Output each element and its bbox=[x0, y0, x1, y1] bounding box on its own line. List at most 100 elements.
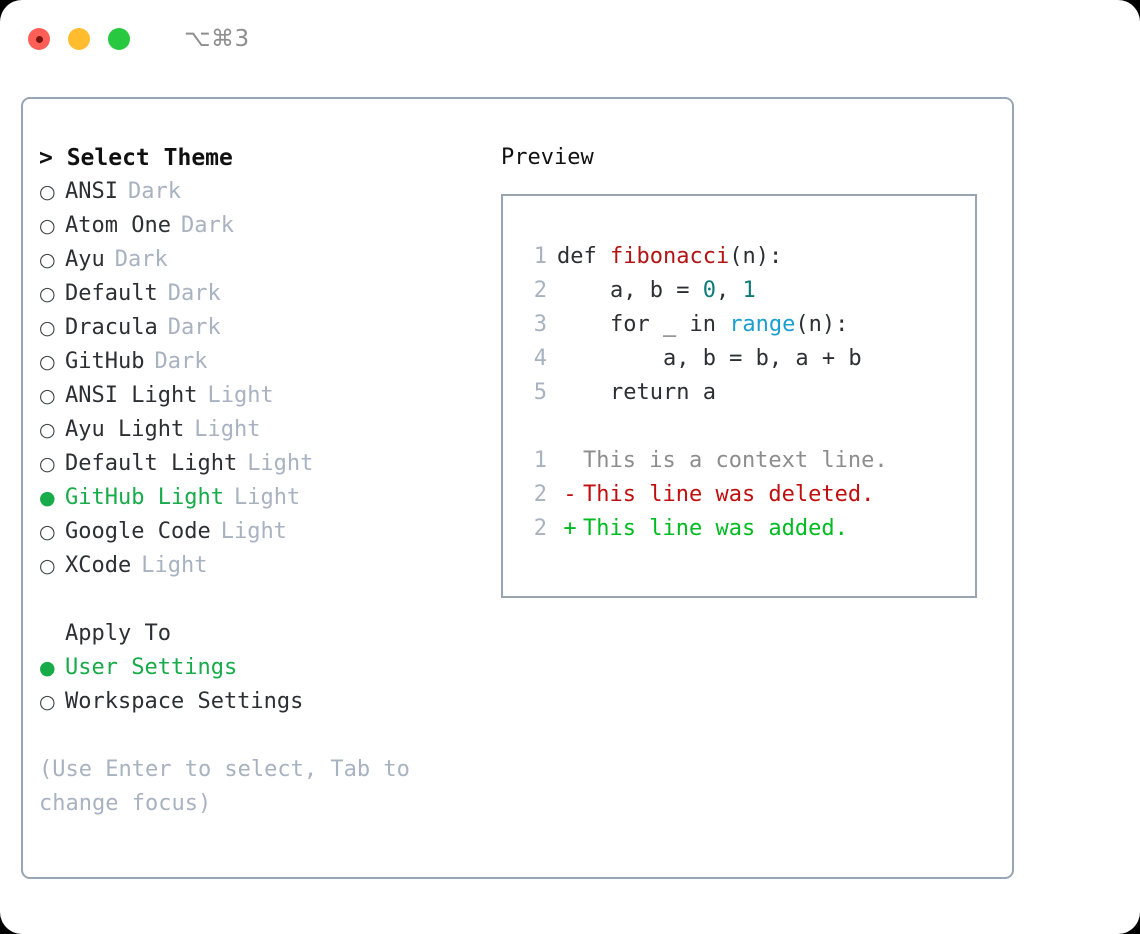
theme-name: Ayu Light bbox=[65, 417, 185, 442]
code-line-text: a, b = b, a + b bbox=[557, 342, 862, 376]
theme-list-item[interactable]: ○ Ayu Light Light bbox=[39, 413, 489, 447]
code-token-plain: , bbox=[715, 278, 743, 303]
code-token-num: 1 bbox=[742, 278, 756, 303]
theme-name: ANSI Light bbox=[65, 383, 198, 408]
diff-line: 2 +This line was added. bbox=[503, 512, 975, 546]
diff-sample: 1 This is a context line.2-This line was… bbox=[503, 444, 975, 546]
code-line: 3 for _ in range(n): bbox=[503, 308, 975, 342]
code-token-plain: (n): bbox=[795, 312, 849, 337]
code-token-plain: for _ in bbox=[557, 312, 730, 337]
code-line-number: 3 bbox=[533, 312, 547, 337]
theme-variant-tag: Light bbox=[247, 451, 314, 476]
code-token-fn: fibonacci bbox=[609, 244, 730, 269]
diff-line-text: This line was added. bbox=[583, 516, 848, 541]
theme-variant-tag: Light bbox=[233, 485, 301, 510]
theme-variant-tag: Light bbox=[207, 383, 274, 408]
apply-to-heading: Apply To bbox=[65, 621, 171, 646]
theme-variant-tag: Light bbox=[141, 553, 208, 578]
apply-to-option[interactable]: ●User Settings bbox=[39, 651, 489, 685]
theme-list-item[interactable]: ○ Ayu Dark bbox=[39, 243, 489, 277]
diff-line-number: 2 bbox=[533, 516, 547, 541]
window-controls bbox=[28, 28, 130, 50]
theme-list-item[interactable]: ● GitHub Light Light bbox=[39, 481, 489, 515]
diff-marker bbox=[557, 444, 583, 478]
diff-line: 2-This line was deleted. bbox=[503, 478, 975, 512]
keyboard-hint-text: (Use Enter to select, Tab to change focu… bbox=[39, 757, 410, 816]
code-line-text: for _ in range(n): bbox=[557, 308, 848, 342]
theme-variant-tag: Light bbox=[220, 519, 287, 544]
code-token-num: 0 bbox=[702, 278, 716, 303]
apply-to-options[interactable]: ●User Settings○Workspace Settings bbox=[39, 651, 489, 719]
theme-name: Google Code bbox=[65, 519, 211, 544]
theme-name: GitHub Light bbox=[65, 485, 224, 510]
theme-name: Dracula bbox=[65, 315, 158, 340]
close-window-icon[interactable] bbox=[28, 28, 50, 50]
code-line: 5 return a bbox=[503, 376, 975, 410]
theme-variant-tag: Dark bbox=[114, 247, 168, 272]
theme-name: Atom One bbox=[65, 213, 171, 238]
minimize-window-icon[interactable] bbox=[68, 28, 90, 50]
code-token-plain: return a bbox=[557, 380, 716, 405]
diff-line-text: This line was deleted. bbox=[583, 482, 875, 507]
code-line-number: 1 bbox=[533, 244, 547, 269]
diff-marker: - bbox=[563, 482, 577, 507]
select-theme-heading: > Select Theme bbox=[39, 145, 233, 171]
code-token-kwfn: range bbox=[729, 312, 796, 337]
radio-unselected-icon: ○ bbox=[39, 385, 56, 407]
radio-unselected-icon: ○ bbox=[39, 453, 56, 475]
radio-selected-icon: ● bbox=[39, 657, 56, 679]
diff-marker: + bbox=[563, 516, 577, 541]
radio-unselected-icon: ○ bbox=[39, 419, 56, 441]
code-line-text: return a bbox=[557, 376, 716, 410]
theme-variant-tag: Dark bbox=[167, 315, 221, 340]
radio-unselected-icon: ○ bbox=[39, 215, 56, 237]
diff-line-number: 2 bbox=[533, 482, 547, 507]
theme-variant-tag: Dark bbox=[154, 349, 208, 374]
code-token-plain: (n): bbox=[729, 244, 783, 269]
preview-spacer bbox=[503, 410, 975, 444]
theme-name: Default bbox=[65, 281, 158, 306]
maximize-window-icon[interactable] bbox=[108, 28, 130, 50]
code-line: 2 a, b = 0, 1 bbox=[503, 274, 975, 308]
radio-selected-icon: ● bbox=[39, 487, 56, 509]
theme-list-item[interactable]: ○ ANSI Light Light bbox=[39, 379, 489, 413]
theme-name: GitHub bbox=[65, 349, 145, 374]
theme-list-item[interactable]: ○ Atom One Dark bbox=[39, 209, 489, 243]
apply-to-option[interactable]: ○Workspace Settings bbox=[39, 685, 489, 719]
code-line-number: 4 bbox=[533, 346, 547, 371]
title-bar: ⌥⌘3 bbox=[0, 0, 1140, 78]
radio-unselected-icon: ○ bbox=[39, 283, 56, 305]
code-line-number: 2 bbox=[533, 278, 547, 303]
code-line: 1 def fibonacci(n): bbox=[503, 240, 975, 274]
code-token-plain: a, b = b, a + b bbox=[557, 346, 862, 371]
radio-unselected-icon: ○ bbox=[39, 249, 56, 271]
code-line-text: a, b = 0, 1 bbox=[557, 274, 756, 308]
theme-name: ANSI bbox=[65, 179, 118, 204]
keyboard-shortcut-label: ⌥⌘3 bbox=[184, 25, 250, 52]
code-line-number: 5 bbox=[533, 380, 547, 405]
code-line: 4 a, b = b, a + b bbox=[503, 342, 975, 376]
code-token-plain: def bbox=[557, 244, 610, 269]
diff-line: 1 This is a context line. bbox=[503, 444, 975, 478]
theme-name: Ayu bbox=[65, 247, 105, 272]
theme-name: XCode bbox=[65, 553, 132, 578]
diff-line-number: 1 bbox=[533, 448, 547, 473]
theme-variant-tag: Dark bbox=[180, 213, 234, 238]
radio-unselected-icon: ○ bbox=[39, 691, 56, 713]
diff-line-text: This is a context line. bbox=[583, 448, 888, 473]
theme-variant-tag: Light bbox=[194, 417, 261, 442]
